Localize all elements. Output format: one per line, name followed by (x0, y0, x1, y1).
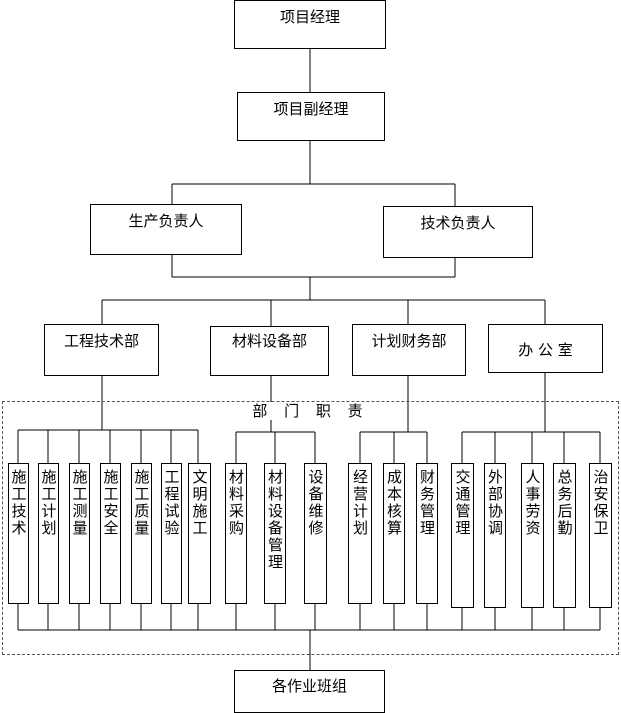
duty-label: 施工测量 (70, 469, 89, 537)
label-deputy-manager: 项目副经理 (273, 100, 349, 118)
box-deputy-manager: 项目副经理 (237, 92, 385, 141)
duty-box-personnel-labor: 人事劳资 (521, 463, 544, 608)
duty-label: 设备维修 (306, 469, 325, 537)
box-production-lead: 生产负责人 (90, 204, 242, 255)
duty-label: 成本核算 (385, 469, 403, 537)
duty-box-civilized-construction: 文明施工 (188, 463, 211, 604)
duty-label: 外部协调 (486, 469, 504, 537)
duty-label: 文明施工 (190, 469, 209, 537)
box-engineering-dept: 工程技术部 (44, 324, 159, 376)
label-work-teams: 各作业班组 (271, 677, 347, 695)
box-office: 办 公 室 (488, 324, 603, 373)
duty-box-construction-safety: 施工安全 (100, 463, 121, 604)
label-engineering-dept: 工程技术部 (63, 332, 139, 350)
label-production-lead: 生产负责人 (128, 212, 204, 230)
duties-title-text: 部 门 职 责 (248, 402, 373, 420)
duty-label: 施工安全 (101, 469, 120, 537)
duty-box-equipment-management: 材料设备管理 (264, 463, 286, 604)
duty-label: 材料设备管理 (266, 469, 284, 571)
duty-label: 材料采购 (227, 469, 245, 537)
box-project-manager: 项目经理 (234, 0, 386, 49)
duty-box-external-coordination: 外部协调 (484, 463, 506, 608)
duty-box-material-purchase: 材料采购 (225, 463, 247, 604)
label-project-manager: 项目经理 (279, 8, 340, 26)
duties-title: 部 门 职 责 (0, 402, 621, 420)
duty-label: 施工技术 (9, 469, 28, 537)
duty-box-business-plan: 经营计划 (348, 463, 372, 604)
duty-label: 财务管理 (418, 469, 436, 537)
duty-box-engineering-test: 工程试验 (161, 463, 182, 604)
duty-box-construction-survey: 施工测量 (69, 463, 90, 604)
duty-box-equipment-repair: 设备维修 (304, 463, 327, 604)
duty-box-finance-management: 财务管理 (416, 463, 438, 604)
duties-dashed-frame (2, 401, 619, 655)
box-work-teams: 各作业班组 (234, 670, 385, 713)
duty-box-construction-plan: 施工计划 (38, 463, 59, 604)
duty-label: 总务后勤 (555, 469, 574, 537)
duty-box-security: 治安保卫 (589, 463, 612, 608)
duty-label: 经营计划 (351, 469, 369, 537)
duty-label: 人事劳资 (523, 469, 542, 537)
duty-box-traffic-management: 交通管理 (451, 463, 474, 608)
box-finance-dept: 计划财务部 (352, 324, 466, 376)
label-office: 办 公 室 (518, 341, 573, 359)
duty-label: 工程试验 (162, 469, 181, 537)
box-technical-lead: 技术负责人 (383, 206, 533, 258)
box-materials-dept: 材料设备部 (210, 326, 329, 376)
duty-label: 施工计划 (39, 469, 58, 537)
duty-label: 治安保卫 (591, 469, 610, 537)
duty-box-cost-accounting: 成本核算 (383, 463, 405, 604)
label-materials-dept: 材料设备部 (231, 332, 307, 350)
duty-label: 施工质量 (132, 469, 151, 537)
duty-box-general-logistics: 总务后勤 (553, 463, 576, 608)
duty-label: 交通管理 (453, 469, 472, 537)
duty-box-construction-quality: 施工质量 (131, 463, 152, 604)
label-finance-dept: 计划财务部 (371, 332, 447, 350)
label-technical-lead: 技术负责人 (420, 214, 496, 232)
duty-box-construction-tech: 施工技术 (8, 463, 29, 604)
